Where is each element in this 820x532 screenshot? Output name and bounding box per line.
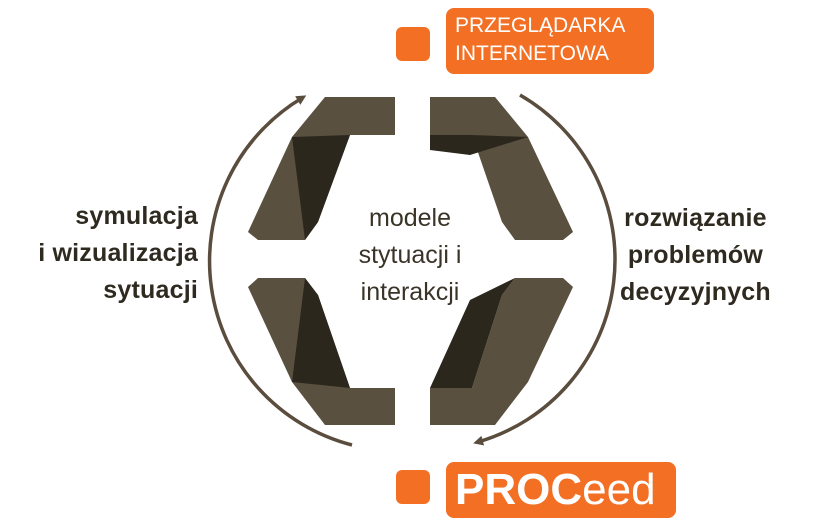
- left-cycle-arrow: [207, 95, 353, 447]
- right-label-line: decyzyjnych: [620, 278, 771, 306]
- left-label-line: symulacja: [75, 202, 198, 230]
- browser-box-line: PRZEGLĄDARKA: [455, 14, 626, 37]
- right-cycle-arrow: [473, 93, 617, 446]
- top-orange-square: [396, 27, 430, 61]
- proceed-bold-text: PROC: [455, 465, 583, 514]
- center-label-line: interakcji: [360, 278, 460, 306]
- center-label: modele stytuacji i interakcji: [330, 200, 490, 311]
- left-label-line: sytuacji: [103, 276, 198, 304]
- right-label-line: rozwiązanie: [624, 204, 767, 232]
- right-label: rozwiązanie problemów decyzyjnych: [620, 200, 771, 311]
- proceed-light-text: eed: [582, 465, 656, 514]
- right-label-line: problemów: [627, 241, 764, 269]
- proceed-box: PROCeed: [446, 462, 676, 518]
- top-right-chevron: [430, 97, 573, 240]
- bottom-orange-square: [396, 470, 430, 504]
- browser-box: PRZEGLĄDARKA INTERNETOWA: [446, 8, 654, 74]
- left-label: symulacja i wizualizacja sytuacji: [38, 198, 198, 309]
- center-label-line: stytuacji i: [358, 241, 462, 269]
- bottom-right-chevron: [430, 278, 573, 425]
- browser-box-line: INTERNETOWA: [455, 42, 610, 65]
- center-label-line: modele: [369, 204, 451, 232]
- bottom-left-chevron: [248, 278, 395, 425]
- left-label-line: i wizualizacja: [38, 239, 198, 267]
- top-left-chevron: [248, 97, 395, 240]
